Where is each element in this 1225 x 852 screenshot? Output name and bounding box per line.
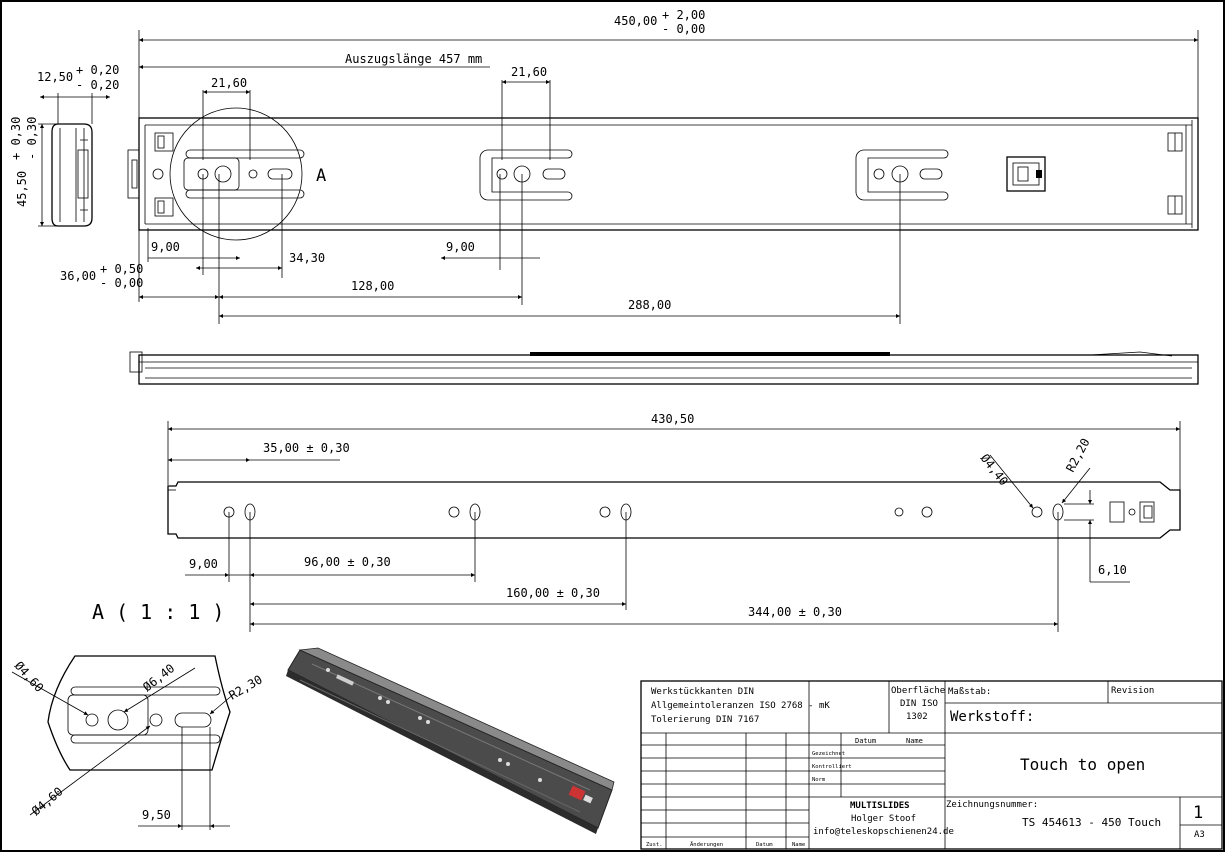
detail-title: A ( 1 : 1 ) [92, 600, 224, 624]
top-view: 450,00 + 2,00 - 0,00 Auszugslänge 457 mm… [60, 8, 1199, 324]
dim-offset-9-mid: 9,00 [446, 240, 475, 254]
dim-inner-160: 160,00 ± 0,30 [506, 586, 600, 600]
tb-format: A3 [1194, 830, 1205, 840]
dim-spacing-128: 128,00 [351, 279, 394, 293]
dim-profile-thick-tol-plus: + 0,20 [76, 63, 119, 77]
tb-surface-num: 1302 [906, 712, 928, 722]
tb-surface-std: DIN ISO [900, 699, 938, 709]
tb-row-drawn: Gezeichnet [812, 751, 845, 757]
dim-inner-6-10: 6,10 [1098, 563, 1127, 577]
detail-marker-a: A [316, 166, 326, 186]
tb-col-datum: Datum [756, 842, 773, 848]
isometric-render [286, 647, 615, 834]
tb-col-aenderungen: Änderungen [690, 841, 723, 848]
detail-dia-left-top: Ø4,60 [12, 659, 47, 695]
dim-offset-36-tol-minus: - 0,00 [100, 276, 143, 290]
tb-name-head: Name [906, 737, 923, 745]
dim-inner-344: 344,00 ± 0,30 [748, 605, 842, 619]
detail-circle-a [169, 107, 303, 241]
tb-row-checked: Kontrolliert [812, 764, 852, 770]
dim-offset-9-left: 9,00 [151, 240, 180, 254]
dim-spacing-288: 288,00 [628, 298, 671, 312]
tb-drawing-no: TS 454613 - 450 Touch [1022, 816, 1161, 829]
dim-offset-34: 34,30 [289, 251, 325, 265]
dim-profile-thick-tol-minus: - 0,20 [76, 78, 119, 92]
tb-email: info@teleskopschienen24.de [813, 827, 954, 837]
dim-inner-radius: R2,20 [1063, 436, 1092, 474]
tb-row-norm: Norm [812, 777, 826, 783]
dim-slot-mid: 21,60 [511, 65, 547, 79]
dim-slot-left: 21,60 [211, 76, 247, 90]
end-profile-view: 12,50 + 0,20 - 0,20 45,50 + 0,30 - 0,30 [9, 63, 119, 227]
dim-inner-35: 35,00 ± 0,30 [263, 441, 350, 455]
dim-total-tol-plus: + 2,00 [662, 8, 705, 22]
title-block: Werkstückkanten DIN Allgemeintoleranzen … [640, 680, 1223, 850]
tb-col-zust: Zust. [646, 842, 663, 848]
detail-a-view: A ( 1 : 1 ) Ø4,60 Ø6,40 R2,30 Ø4,60 9,50 [12, 600, 265, 830]
tb-date-head: Datum [855, 737, 876, 745]
dim-total-length: 450,00 [614, 14, 657, 28]
dim-inner-9: 9,00 [189, 557, 218, 571]
tb-sheet-no: 1 [1193, 803, 1203, 823]
dim-height-tol-plus: + 0,30 [9, 117, 23, 160]
tb-title: Touch to open [1020, 755, 1145, 774]
dim-height: 45,50 [15, 171, 29, 207]
dim-offset-36: 36,00 [60, 269, 96, 283]
tb-notes-line3: Tolerierung DIN 7167 [651, 715, 759, 725]
tb-col-name: Name [792, 842, 805, 848]
dim-height-tol-minus: - 0,30 [25, 117, 39, 160]
detail-dia-center: Ø6,40 [140, 661, 177, 694]
detail-width: 9,50 [142, 808, 171, 822]
tb-surface-label: Oberfläche [891, 686, 945, 696]
dim-inner-dia: Ø4,40 [978, 451, 1011, 488]
tb-drawing-no-label: Zeichnungsnummer: [946, 800, 1038, 810]
dim-offset-36-tol-plus: + 0,50 [100, 262, 143, 276]
inner-rail-view: 430,50 35,00 ± 0,30 Ø4,40 R2,20 6,10 [167, 412, 1181, 632]
dim-total-tol-minus: - 0,00 [662, 22, 705, 36]
detail-radius: R2,30 [227, 672, 265, 702]
edge-view [129, 351, 1199, 385]
dim-inner-96: 96,00 ± 0,30 [304, 555, 391, 569]
dim-profile-thickness: 12,50 [37, 70, 73, 84]
dim-extension-length: Auszugslänge 457 mm [345, 52, 482, 66]
tb-material-label: Werkstoff: [950, 709, 1034, 725]
tb-notes-line2: Allgemeintoleranzen ISO 2768 - mK [651, 701, 830, 711]
detail-dia-left-bottom: Ø4,60 [29, 784, 66, 818]
tb-person: Holger Stoof [851, 814, 916, 824]
tb-notes-line1: Werkstückkanten DIN [651, 687, 754, 697]
tb-scale-label: Maßstab: [948, 687, 991, 697]
dim-inner-length: 430,50 [651, 412, 694, 426]
tb-company: MULTISLIDES [850, 801, 910, 811]
tb-revision-label: Revision [1111, 686, 1154, 696]
